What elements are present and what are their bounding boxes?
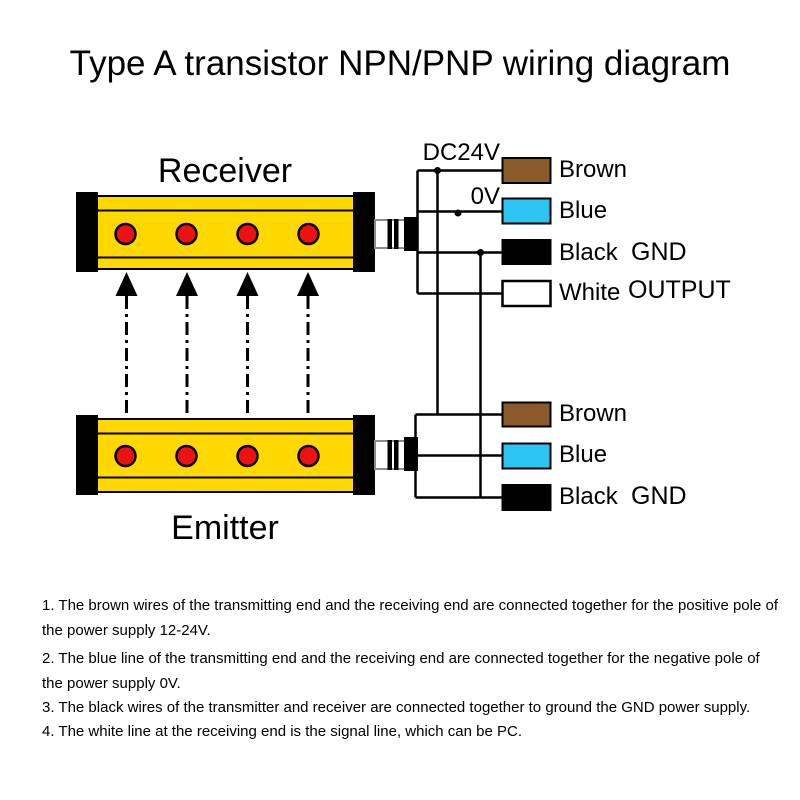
emitter-connector bbox=[374, 437, 418, 471]
diagram-canvas bbox=[76, 157, 552, 511]
receiver-wire-label-black: Black bbox=[559, 239, 618, 266]
receiver-bar-endcap-left bbox=[76, 192, 98, 272]
receiver-beam-dots bbox=[114, 222, 320, 246]
receiver-blue-block bbox=[501, 197, 552, 225]
emitter-connector-ring bbox=[394, 440, 399, 470]
receiver-connector-ring bbox=[387, 219, 392, 249]
beam-dot bbox=[175, 222, 198, 246]
note-line: 3. The black wires of the transmitter an… bbox=[42, 699, 751, 716]
receiver-gnd-annotation: GND bbox=[631, 238, 687, 266]
supply-negative-label: 0V bbox=[470, 183, 500, 210]
beam-arrow bbox=[236, 272, 259, 416]
emitter-bar-dividers bbox=[97, 432, 354, 479]
emitter-label: Emitter bbox=[171, 509, 279, 547]
receiver-connector bbox=[374, 217, 418, 251]
emitter-connector-ring bbox=[387, 440, 392, 470]
beam-arrowhead bbox=[115, 272, 138, 296]
receiver-connector-plug bbox=[404, 217, 418, 251]
beam-dot bbox=[297, 222, 320, 246]
receiver-bar bbox=[76, 192, 418, 272]
beam-dot bbox=[236, 444, 259, 468]
note-line: 4. The white line at the receiving end i… bbox=[42, 723, 522, 740]
beam-arrows bbox=[115, 272, 319, 416]
supply-positive-label: DC24V bbox=[422, 139, 500, 166]
emitter-wire-label-blue: Blue bbox=[559, 441, 608, 468]
page-title: Type A transistor NPN/PNP wiring diagram bbox=[69, 44, 731, 83]
receiver-wire-label-brown: Brown bbox=[559, 156, 628, 183]
emitter-bar-endcap-left bbox=[76, 415, 98, 495]
receiver-label: Receiver bbox=[157, 152, 293, 190]
junction-dots bbox=[434, 167, 484, 256]
receiver-wire-label-blue: Blue bbox=[559, 197, 608, 224]
beam-arrow bbox=[297, 272, 319, 416]
emitter-beam-dots bbox=[114, 444, 320, 468]
beam-dot bbox=[114, 222, 137, 246]
receiver-connector-ring bbox=[394, 219, 399, 249]
wire-color-blocks bbox=[501, 157, 552, 511]
emitter-bar-endcap-right bbox=[353, 415, 375, 495]
receiver-brown-block bbox=[501, 157, 552, 184]
receiver-output-annotation: OUTPUT bbox=[628, 276, 731, 304]
emitter-black-block bbox=[501, 484, 552, 511]
receiver-wire-label-white: White bbox=[559, 279, 621, 306]
note-line: the power supply 0V. bbox=[42, 675, 181, 692]
junction-dot-dc24v bbox=[434, 167, 441, 174]
beam-dot bbox=[297, 444, 320, 468]
receiver-bar-endcap-right bbox=[353, 192, 375, 272]
note-line: 2. The blue line of the transmitting end… bbox=[42, 650, 760, 667]
junction-dot-gnd bbox=[477, 249, 484, 256]
beam-arrow bbox=[115, 272, 138, 416]
wire-lines bbox=[414, 169, 503, 499]
emitter-wire-label-brown: Brown bbox=[559, 400, 628, 427]
note-line: 1. The brown wires of the transmitting e… bbox=[42, 597, 779, 614]
beam-dot bbox=[114, 444, 137, 468]
beam-dot bbox=[236, 222, 259, 246]
receiver-bar-dividers bbox=[97, 209, 354, 259]
beam-arrowhead bbox=[176, 272, 198, 296]
beam-dot bbox=[175, 444, 198, 468]
beam-arrowhead bbox=[297, 272, 319, 296]
note-line: the power supply 12-24V. bbox=[42, 622, 211, 639]
receiver-black-block bbox=[501, 239, 552, 265]
emitter-connector-plug bbox=[404, 437, 418, 471]
beam-arrowhead bbox=[236, 272, 259, 296]
emitter-bar bbox=[76, 415, 418, 495]
junction-dot-0v bbox=[454, 209, 462, 217]
emitter-blue-block bbox=[501, 442, 552, 470]
emitter-brown-block bbox=[501, 401, 552, 428]
emitter-gnd-annotation: GND bbox=[631, 482, 687, 510]
beam-arrow bbox=[176, 272, 198, 416]
emitter-wire-label-black: Black bbox=[559, 483, 618, 510]
receiver-white-block bbox=[501, 279, 552, 308]
